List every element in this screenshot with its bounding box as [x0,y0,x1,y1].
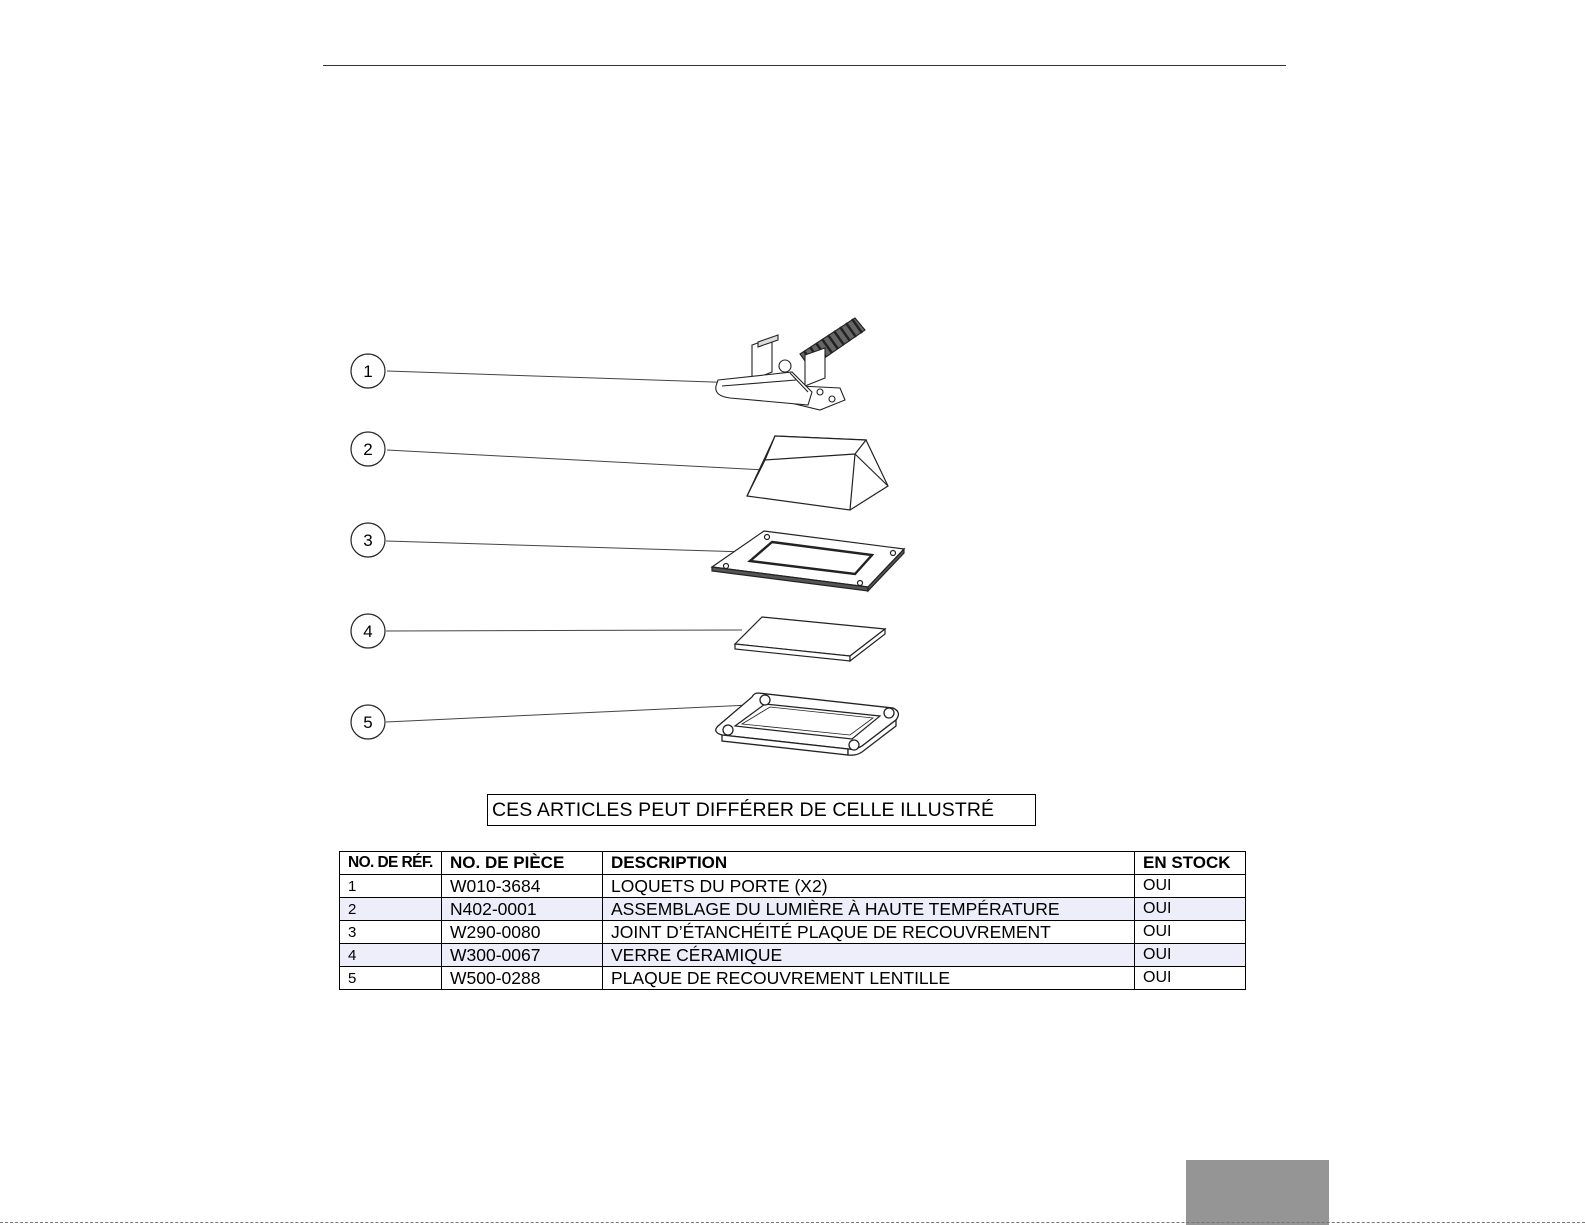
header-description: DESCRIPTION [602,851,1135,875]
callout-5-label: 5 [363,713,372,732]
header-in-stock: EN STOCK [1134,851,1246,875]
table-row: 5 W500-0288 PLAQUE DE RECOUVREMENT LENTI… [339,966,1246,990]
part-number-cell: W500-0288 [441,966,603,990]
part-number-cell: W300-0067 [441,943,603,967]
gasket-part [710,530,906,593]
table-row: 3 W290-0080 JOINT D’ÉTANCHÉITÉ PLAQUE DE… [339,920,1246,944]
callout-1-label: 1 [363,362,372,381]
callout-2 [350,431,386,467]
light-assembly-part [746,435,889,511]
callout-5 [350,704,386,740]
part-number-cell: N402-0001 [441,897,603,921]
callout-4 [350,613,386,649]
lens-cover-plate-part [715,692,900,756]
door-latch-part [715,317,866,411]
callout-3-label: 3 [363,531,372,550]
header-ref-number: NO. DE RÉF. [339,851,442,875]
table-row: 4 W300-0067 VERRE CÉRAMIQUE OUI [339,943,1246,967]
ceramic-glass-part [733,616,887,663]
table-row: 2 N402-0001 ASSEMBLAGE DU LUMIÈRE À HAUT… [339,897,1246,921]
ref-cell: 4 [339,943,442,967]
leader-line-3 [385,540,748,553]
stock-cell: OUI [1134,897,1246,921]
leader-line-5 [385,704,751,723]
ref-cell: 5 [339,966,442,990]
description-cell: ASSEMBLAGE DU LUMIÈRE À HAUTE TEMPÉRATUR… [602,897,1135,921]
table-row: 1 W010-3684 LOQUETS DU PORTE (X2) OUI [339,874,1246,898]
callout-4-label: 4 [363,622,372,641]
table-header-row: NO. DE RÉF. NO. DE PIÈCE DESCRIPTION EN … [339,851,1246,875]
leader-line-1 [386,370,743,384]
leader-line-4 [385,629,743,632]
part-number-cell: W010-3684 [441,874,603,898]
stock-cell: OUI [1134,920,1246,944]
ref-cell: 2 [339,897,442,921]
stock-cell: OUI [1134,966,1246,990]
description-cell: LOQUETS DU PORTE (X2) [602,874,1135,898]
stock-cell: OUI [1134,943,1246,967]
stock-cell: OUI [1134,874,1246,898]
parts-table: NO. DE RÉF. NO. DE PIÈCE DESCRIPTION EN … [339,851,1246,990]
ref-cell: 1 [339,874,442,898]
callout-1 [350,353,386,389]
ref-cell: 3 [339,920,442,944]
exploded-parts-diagram: 1 2 3 4 5 [350,317,906,756]
callout-3 [350,522,386,558]
disclaimer-note: CES ARTICLES PEUT DIFFÉRER DE CELLE ILLU… [487,794,1036,826]
page-number-tab [1186,1160,1329,1225]
description-cell: VERRE CÉRAMIQUE [602,943,1135,967]
leader-line-2 [386,449,766,471]
description-cell: PLAQUE DE RECOUVREMENT LENTILLE [602,966,1135,990]
part-number-cell: W290-0080 [441,920,603,944]
header-rule [323,65,1286,66]
header-part-number: NO. DE PIÈCE [441,851,603,875]
page-bottom-edge [0,1222,1585,1223]
callout-2-label: 2 [363,440,372,459]
description-cell: JOINT D’ÉTANCHÉITÉ PLAQUE DE RECOUVREMEN… [602,920,1135,944]
